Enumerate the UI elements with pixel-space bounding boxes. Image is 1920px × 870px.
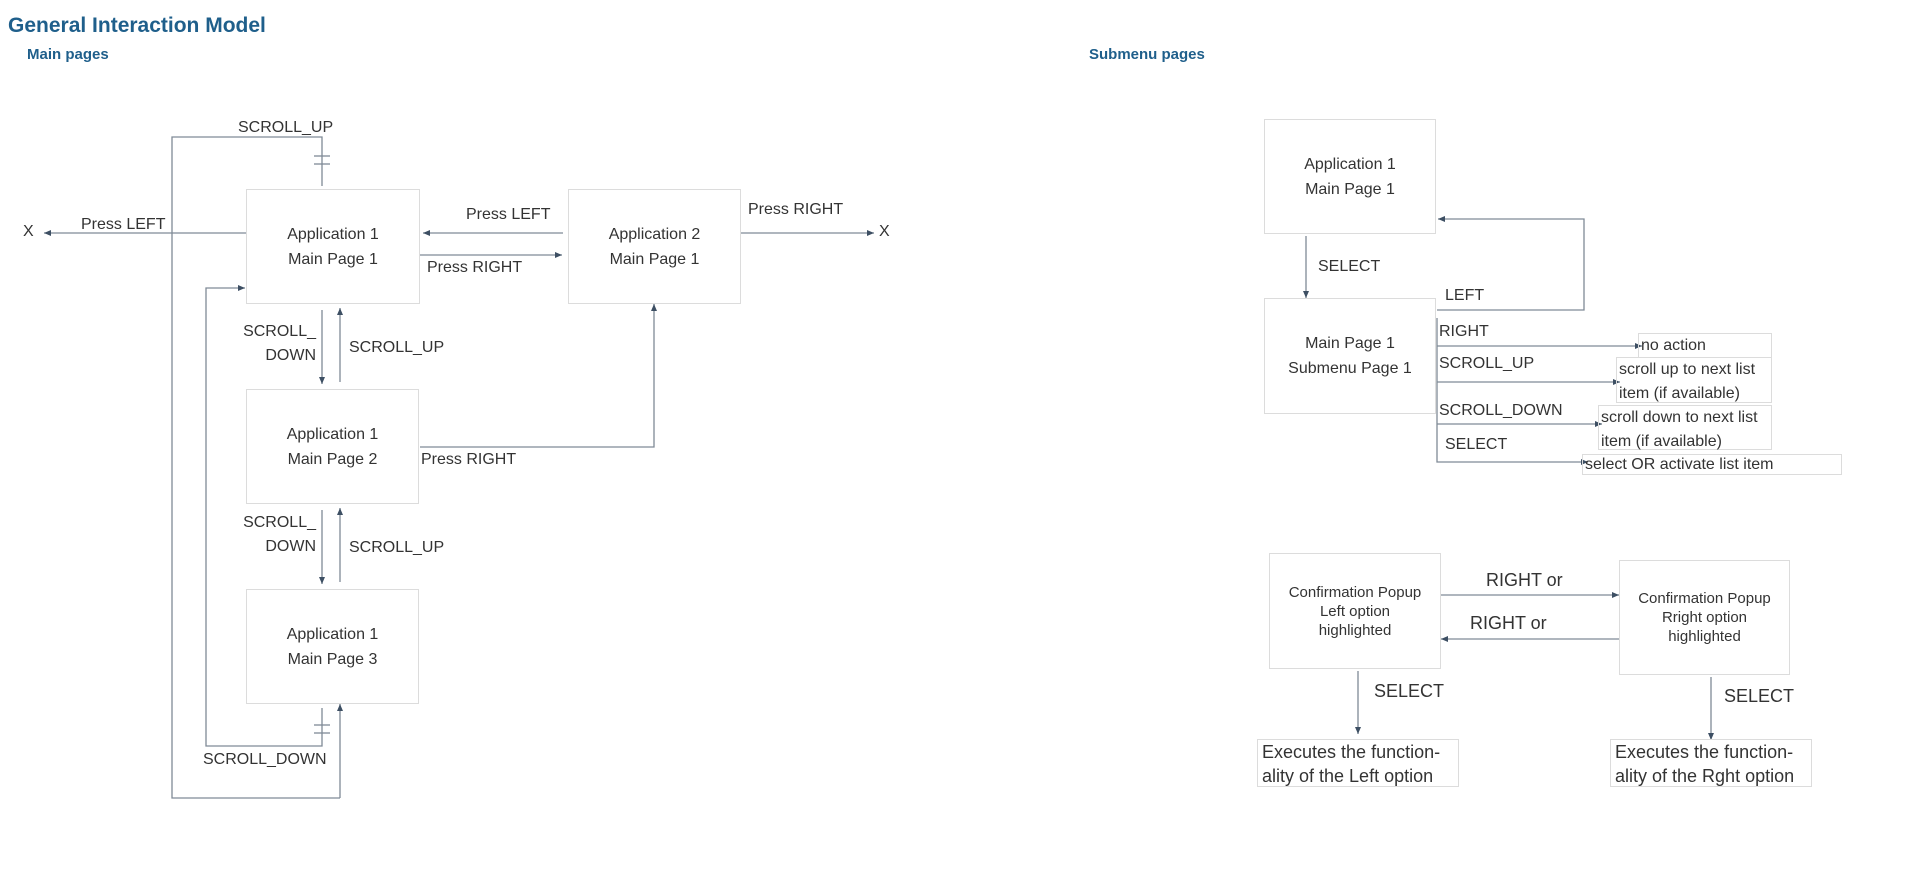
exit-left-x: X [23, 223, 34, 240]
arrow-select-item [1436, 318, 1588, 465]
box-popup-left-highlighted: Confirmation Popup Left option highlight… [1269, 553, 1441, 669]
label-scroll-down-2: SCROLL_ DOWN [236, 513, 316, 557]
box-line2: Main Page 2 [287, 450, 378, 468]
submenu-pages-heading: Submenu pages [1089, 46, 1205, 63]
note-line2: item (if available) [1619, 385, 1740, 402]
box-line1: Application 1 [287, 225, 379, 243]
label-scroll-down: SCROLL_DOWN [1439, 402, 1563, 419]
box-line1: Application 1 [286, 625, 379, 643]
box-line1: Main Page 1 [1305, 335, 1395, 352]
box-line1: Application 1 [1304, 155, 1396, 173]
box-line2: Left option [1319, 602, 1391, 620]
label-scroll-down-1: SCROLL_ DOWN [236, 322, 316, 366]
exit-right-x: X [879, 223, 890, 240]
box-line2: Rright option [1661, 609, 1748, 626]
arrow-press-right-from-page2 [420, 304, 657, 448]
result-execute-right: Executes the function- ality of the Rght… [1610, 739, 1812, 787]
page-title: General Interaction Model [8, 14, 266, 37]
box-line2: Main Page 1 [609, 250, 700, 268]
label-scroll-up-1: SCROLL_UP [349, 339, 445, 356]
box-app2-main-page1: Application 2 Main Page 1 [568, 189, 741, 304]
note-line1: Executes the function- [1615, 742, 1794, 762]
box-submenu-app1-main-page1: Application 1 Main Page 1 [1264, 119, 1436, 234]
label-left: LEFT [1445, 287, 1485, 304]
note-line: no action [1641, 337, 1706, 354]
note-line2: ality of the Left option [1262, 766, 1434, 786]
box-line2: Submenu Page 1 [1288, 360, 1412, 377]
label-right-or-top: RIGHT or [1486, 570, 1563, 590]
note-line: select OR activate list item [1585, 456, 1774, 473]
label-line2: DOWN [265, 347, 316, 364]
box-line1: Confirmation Popup [1638, 590, 1771, 607]
loop-scroll-up [171, 136, 340, 799]
label-right: RIGHT [1439, 323, 1489, 340]
note-line1: scroll up to next list [1619, 361, 1756, 378]
label-right-or-bottom: RIGHT or [1470, 613, 1547, 633]
label-select-right: SELECT [1724, 686, 1795, 706]
label-select: SELECT [1318, 258, 1381, 275]
label-scroll-up-top: SCROLL_UP [238, 119, 334, 136]
box-popup-right-highlighted: Confirmation Popup Rright option highlig… [1619, 560, 1790, 675]
box-line2: Main Page 1 [1305, 180, 1395, 198]
label-press-left-exit: Press LEFT [81, 216, 166, 233]
result-select: select OR activate list item [1582, 454, 1842, 475]
note-line1: scroll down to next list [1601, 409, 1758, 426]
label-select-left: SELECT [1374, 681, 1445, 701]
arrow-left-back [1437, 216, 1585, 311]
box-line1: Confirmation Popup [1288, 583, 1422, 601]
label-press-right-from-page2: Press RIGHT [421, 451, 517, 468]
result-scroll-down: scroll down to next list item (if availa… [1598, 405, 1772, 450]
box-submenu-page1: Main Page 1 Submenu Page 1 [1264, 298, 1436, 414]
label-select-item: SELECT [1445, 436, 1508, 453]
label-press-right-exit: Press RIGHT [748, 201, 844, 218]
label-line1: SCROLL_ [243, 514, 316, 531]
label-scroll-down-bottom: SCROLL_DOWN [203, 751, 327, 768]
note-line2: ality of the Rght option [1615, 766, 1795, 786]
note-line1: Executes the function- [1262, 742, 1441, 762]
box-line3: highlighted [1668, 628, 1741, 645]
box-line1: Application 1 [286, 425, 379, 443]
result-execute-left: Executes the function- ality of the Left… [1257, 739, 1459, 787]
label-line2: DOWN [265, 538, 316, 555]
box-app1-main-page3: Application 1 Main Page 3 [246, 589, 419, 704]
box-line1: Application 2 [608, 225, 701, 243]
box-line3: highlighted [1318, 621, 1392, 639]
label-press-left-back: Press LEFT [466, 206, 551, 223]
label-scroll-up-2: SCROLL_UP [349, 539, 445, 556]
box-line2: Main Page 3 [287, 650, 378, 668]
result-scroll-up: scroll up to next list item (if availabl… [1616, 357, 1772, 403]
box-app1-main-page1: Application 1 Main Page 1 [246, 189, 420, 304]
main-pages-heading: Main pages [27, 46, 109, 63]
label-line1: SCROLL_ [243, 323, 316, 340]
label-press-right-to-app2: Press RIGHT [427, 259, 523, 276]
note-line2: item (if available) [1601, 433, 1722, 450]
box-app1-main-page2: Application 1 Main Page 2 [246, 389, 419, 504]
box-line2: Main Page 1 [288, 250, 378, 268]
result-no-action: no action [1638, 333, 1772, 358]
label-scroll-up: SCROLL_UP [1439, 355, 1535, 372]
